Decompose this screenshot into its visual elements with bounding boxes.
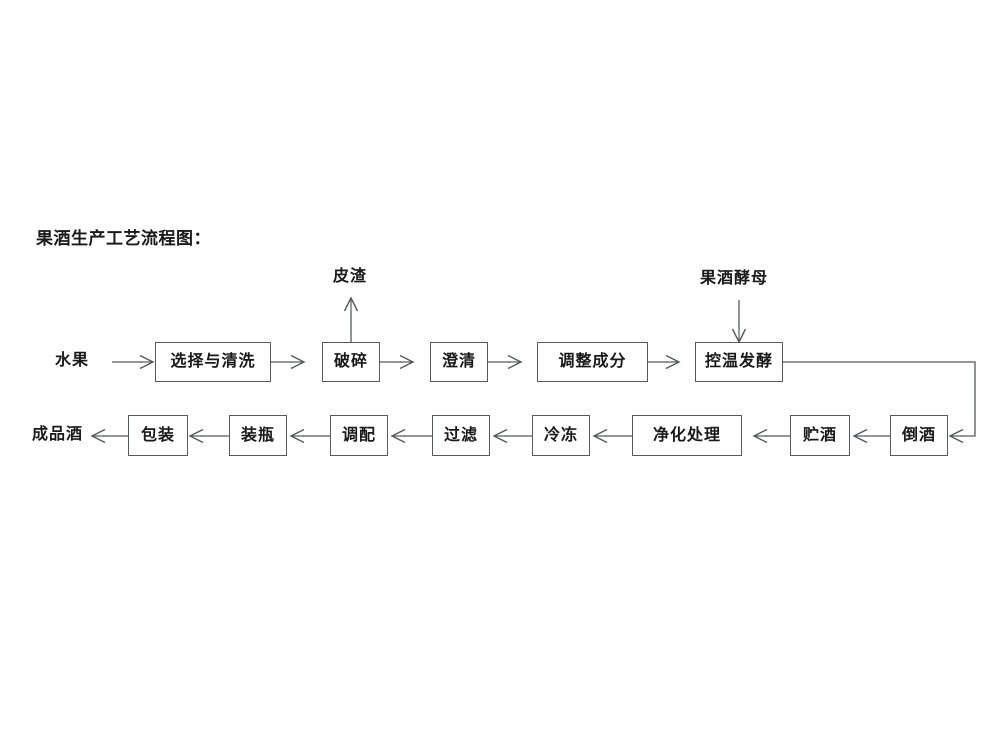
- process-box-temp-controlled-fermentation[interactable]: 控温发酵: [695, 342, 783, 382]
- arrowhead-pour-to-store: [853, 428, 868, 444]
- label-input-wine-yeast: 果酒酵母: [700, 270, 769, 287]
- arrowhead-yeast-to-ferment: [731, 328, 747, 343]
- label-byproduct-pomace: 皮渣: [333, 268, 368, 285]
- process-box-pour-wine[interactable]: 倒酒: [890, 415, 948, 456]
- arrowhead-filter-to-blend: [391, 428, 406, 444]
- process-box-purification[interactable]: 净化处理: [632, 415, 742, 456]
- arrowhead-crush-to-pomace: [343, 297, 359, 312]
- arrowhead-fruit-to-select: [139, 354, 154, 370]
- arrowhead-ferment-to-pour: [949, 428, 964, 444]
- label-input-fruit: 水果: [55, 352, 90, 369]
- process-box-clarify[interactable]: 澄清: [430, 342, 488, 382]
- process-box-blend[interactable]: 调配: [330, 415, 388, 456]
- process-box-select-wash[interactable]: 选择与清洗: [155, 342, 271, 382]
- process-box-store-wine[interactable]: 贮酒: [790, 415, 850, 456]
- process-box-filter[interactable]: 过滤: [432, 415, 490, 456]
- arrowhead-packaging-to-product: [91, 428, 106, 444]
- process-box-crush[interactable]: 破碎: [322, 342, 380, 382]
- arrowhead-store-to-purification: [753, 428, 768, 444]
- label-output-finished-wine: 成品酒: [32, 426, 84, 443]
- process-box-bottling[interactable]: 装瓶: [229, 415, 287, 456]
- arrowhead-select-to-crush: [290, 354, 305, 370]
- arrowhead-purification-to-freeze: [593, 428, 608, 444]
- process-box-packaging[interactable]: 包装: [128, 415, 188, 456]
- arrowhead-blend-to-bottling: [290, 428, 305, 444]
- arrowhead-clarify-to-adjust: [507, 354, 522, 370]
- process-box-adjust-composition[interactable]: 调整成分: [537, 342, 648, 382]
- process-box-freeze[interactable]: 冷冻: [532, 415, 590, 456]
- arrowhead-adjust-to-ferment: [665, 354, 680, 370]
- arrowhead-bottling-to-packaging: [189, 428, 204, 444]
- arrowhead-freeze-to-filter: [493, 428, 508, 444]
- arrowhead-crush-to-clarify: [399, 354, 414, 370]
- page-title: 果酒生产工艺流程图：: [36, 229, 211, 248]
